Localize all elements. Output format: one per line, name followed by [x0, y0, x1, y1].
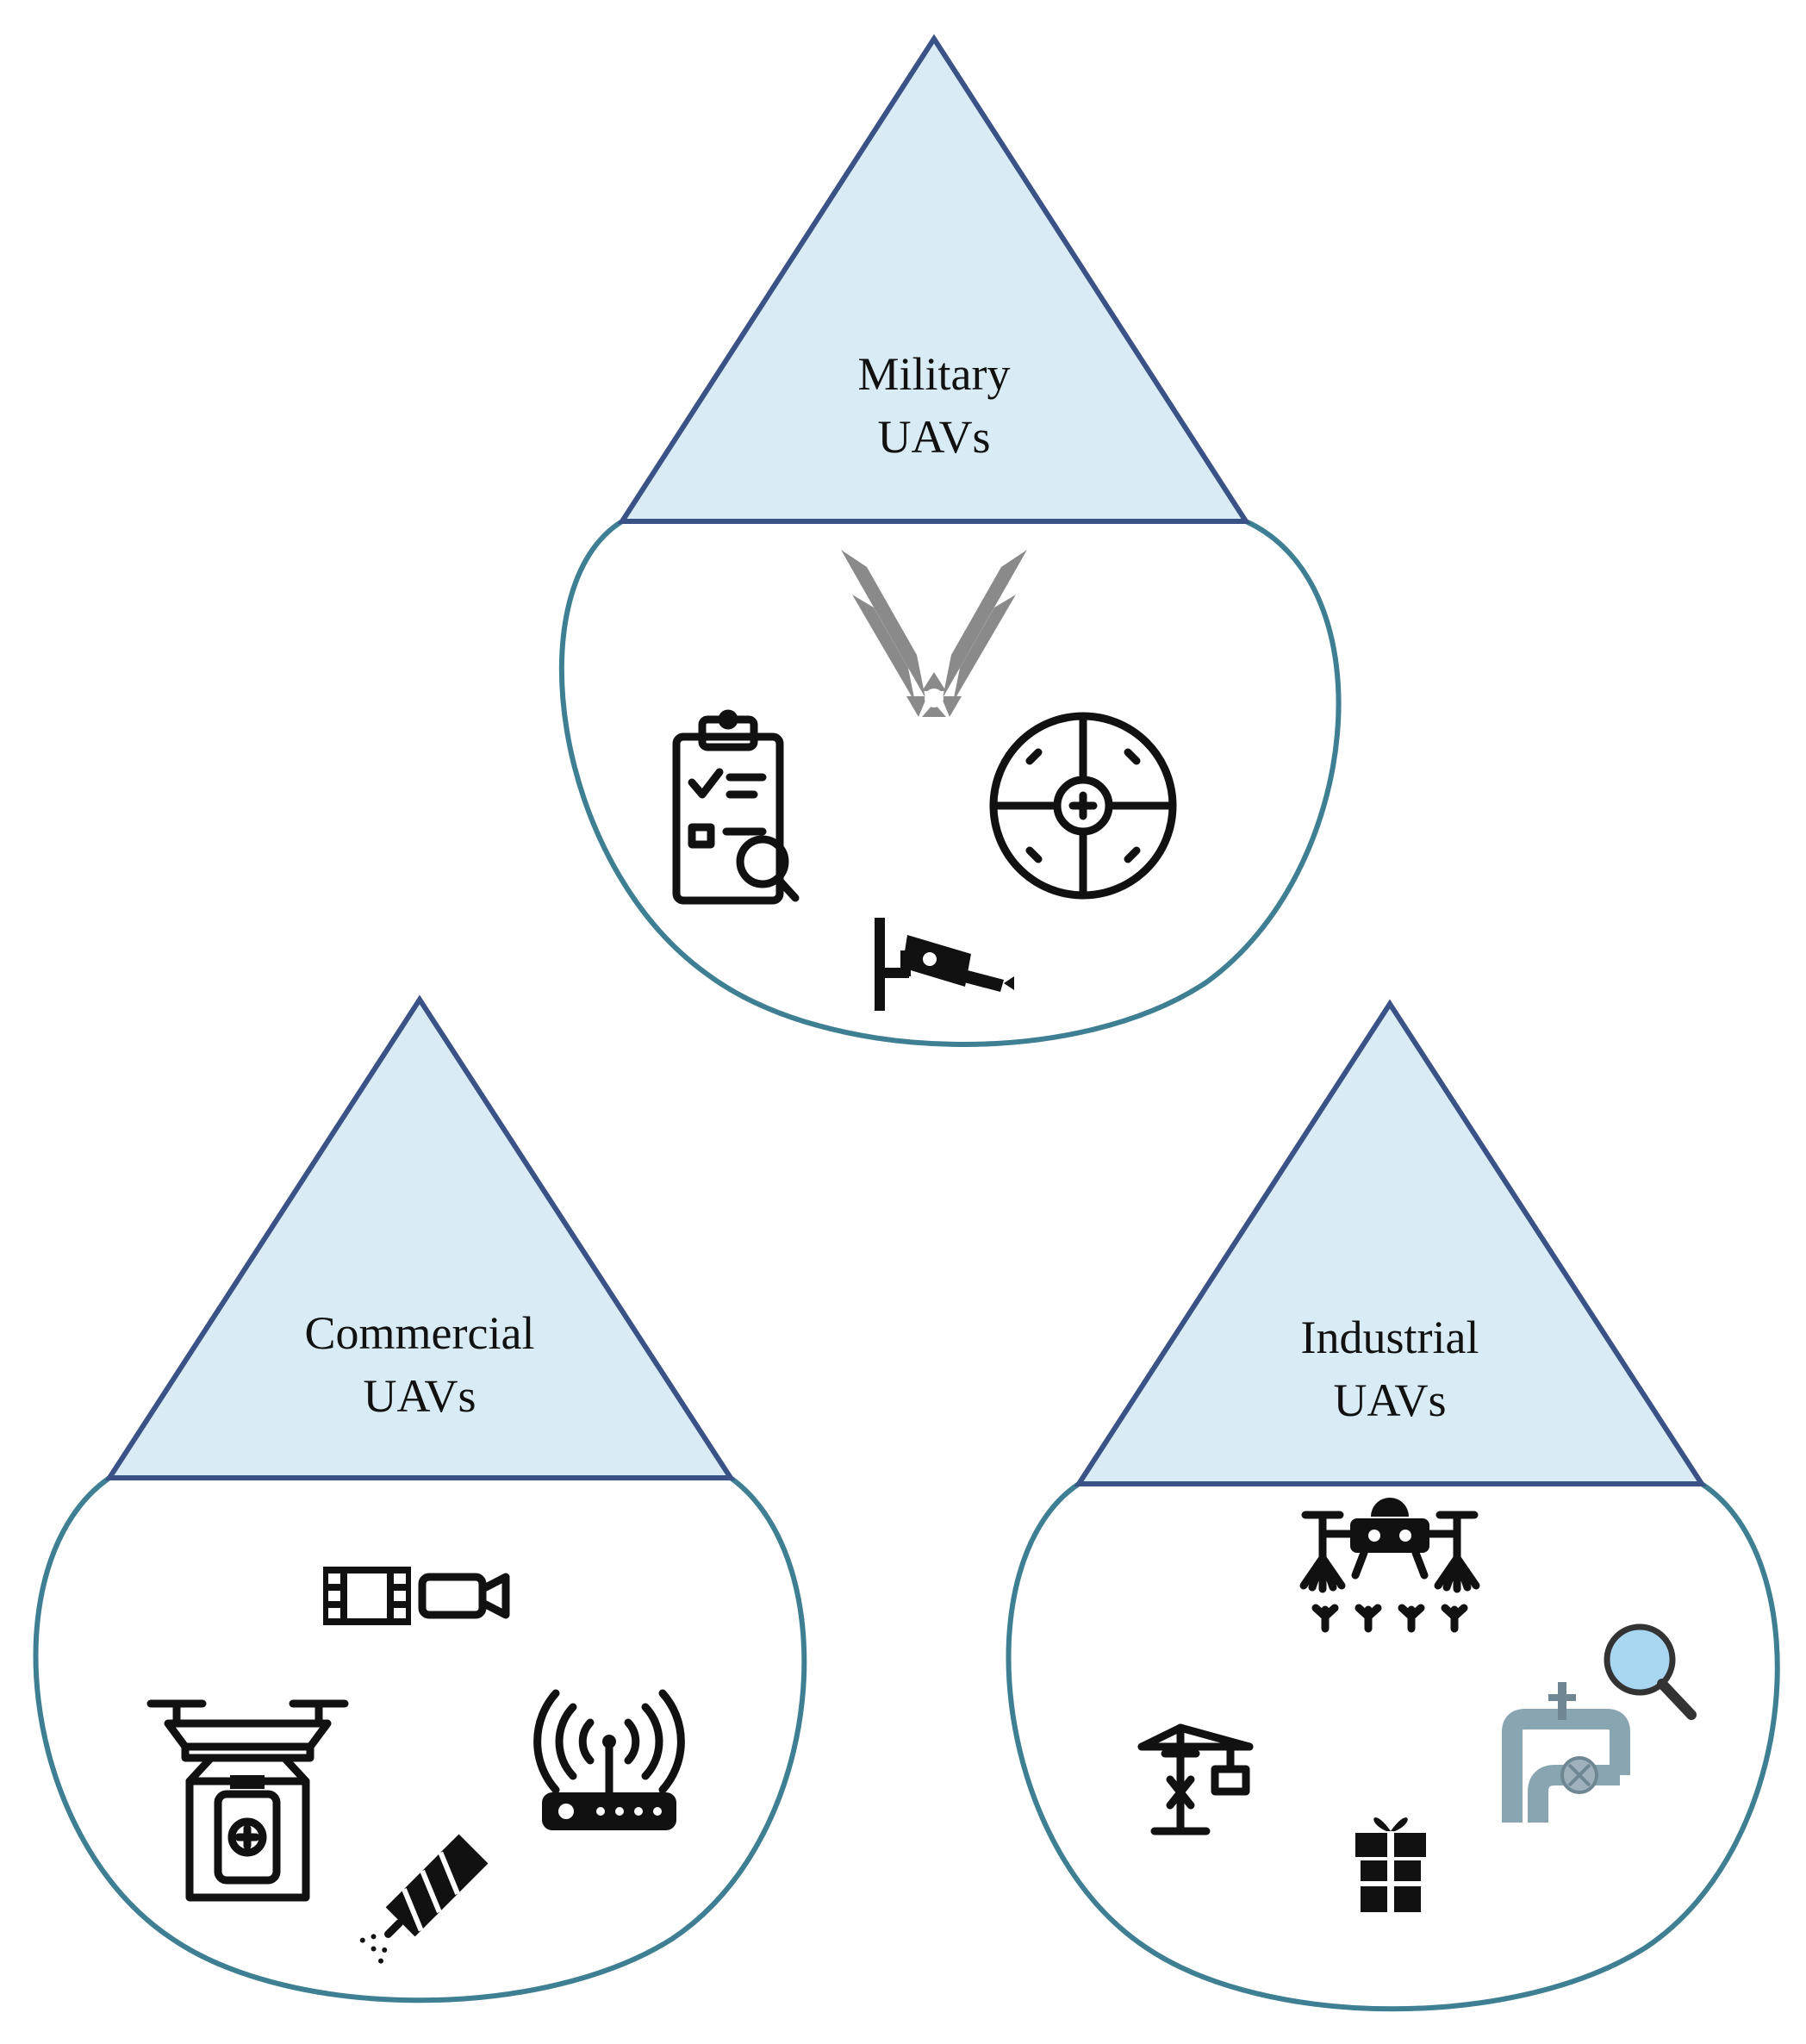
military-label-line2: UAVs [877, 411, 990, 463]
military-bowl [558, 519, 1342, 1047]
industrial-bowl [1006, 1481, 1780, 2012]
commercial-triangle [104, 994, 736, 1480]
wireless-router-icon [533, 1689, 685, 1830]
commercial-drop: Commercial UAVs [33, 994, 807, 2003]
military-triangle [617, 34, 1251, 524]
industrial-drop: Industrial UAVs [1006, 999, 1780, 2012]
firework-icon [359, 1834, 489, 1964]
commercial-label-line2: UAVs [363, 1370, 476, 1422]
commercial-bowl [33, 1475, 807, 2003]
film-camera-icon [323, 1567, 510, 1625]
pipeline-inspection-icon [1502, 1623, 1697, 1823]
commercial-label-line1: Commercial [305, 1307, 535, 1359]
construction-crane-icon [1137, 1723, 1254, 1835]
industrial-label-line2: UAVs [1333, 1374, 1446, 1426]
surveillance-camera-icon [875, 918, 1014, 1011]
industrial-label-line1: Industrial [1301, 1312, 1479, 1363]
delivery-drone-medicine-icon [146, 1699, 349, 1902]
military-label-line1: Military [858, 348, 1011, 400]
industrial-triangle [1074, 999, 1707, 1486]
crop-spraying-drone-icon [1299, 1498, 1480, 1633]
clipboard-inspection-icon [672, 709, 800, 905]
air-force-wings-icon [841, 550, 1027, 717]
crosshair-target-icon [989, 712, 1177, 900]
gift-package-icon [1355, 1817, 1426, 1912]
military-drop: Military UAVs [558, 34, 1342, 1047]
